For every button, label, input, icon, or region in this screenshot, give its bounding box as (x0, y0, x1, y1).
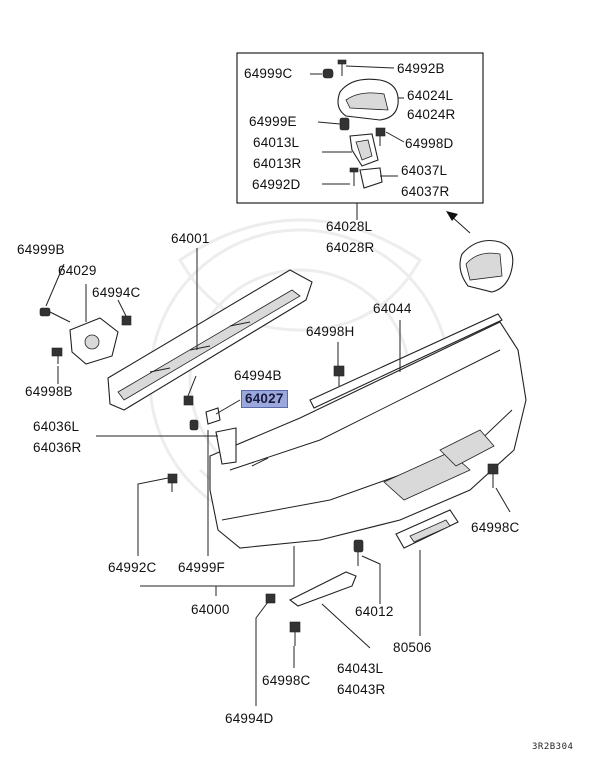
bolt-64999B (39, 307, 71, 323)
callout-64999E: 64999E (249, 114, 297, 129)
callout-64013R: 64013R (253, 156, 302, 171)
callout-64028R: 64028R (326, 240, 375, 255)
callout-64036L: 64036L (33, 419, 80, 434)
retainer-64044 (309, 313, 503, 409)
callout-64001: 64001 (171, 231, 210, 246)
callout-64028L: 64028L (326, 219, 373, 234)
callout-64027-highlighted[interactable]: 64027 (241, 390, 288, 408)
callout-64992B: 64992B (397, 61, 445, 76)
callout-64998H: 64998H (306, 324, 355, 339)
stay-64012 (353, 539, 364, 566)
bracket-64043 (288, 571, 357, 607)
license-lamp-housing (337, 78, 399, 121)
callout-64992C: 64992C (108, 560, 157, 575)
callout-64012: 64012 (355, 604, 394, 619)
pad-64027 (205, 407, 221, 425)
lamp-inset-box (236, 52, 484, 204)
callout-64998B: 64998B (25, 384, 73, 399)
bumper-cover-64000 (209, 321, 527, 549)
nut-64994C (121, 315, 132, 326)
bolt-64998C-bottom (289, 621, 301, 646)
callout-64998D: 64998D (405, 136, 454, 151)
callout-64037R: 64037R (401, 184, 450, 199)
callout-64999B: 64999B (17, 242, 65, 257)
bracket-64013 (349, 133, 379, 167)
callout-64024L: 64024L (407, 88, 454, 103)
bracket-64036 (215, 427, 237, 465)
callout-64044: 64044 (373, 301, 412, 316)
direction-arrow (446, 211, 471, 234)
clip-64999E (339, 117, 350, 131)
callout-64992D: 64992D (252, 177, 301, 192)
bracket-64029 (69, 317, 119, 365)
bolt-64998H (333, 365, 345, 386)
clip-64999F (189, 419, 199, 431)
lamp-mounted (459, 239, 514, 293)
callout-64994C: 64994C (92, 285, 141, 300)
bracket-64037 (359, 167, 383, 189)
callout-64994B: 64994B (234, 368, 282, 383)
bolt-64998B (51, 347, 63, 364)
screw-64992C (167, 473, 178, 492)
callout-64037L: 64037L (401, 163, 448, 178)
diagram-code: 3R2B304 (532, 742, 574, 752)
callout-64998C-bottom: 64998C (262, 673, 311, 688)
reinforcement-64001 (107, 269, 313, 411)
bolt-64998C-right (487, 463, 499, 488)
callout-64998C-right: 64998C (471, 520, 520, 535)
bolt-64998D (375, 127, 386, 146)
callout-64999F: 64999F (178, 560, 225, 575)
callout-64043L: 64043L (337, 661, 384, 676)
callout-64013L: 64013L (253, 135, 300, 150)
callout-64999C: 64999C (244, 66, 293, 81)
callout-64000: 64000 (191, 602, 230, 617)
screw-64992B (337, 59, 347, 76)
energy-absorber-80506 (395, 509, 459, 549)
nut-64994B (183, 395, 194, 406)
callout-64024R: 64024R (407, 107, 456, 122)
callout-64029: 64029 (58, 263, 97, 278)
clip-64999C (322, 68, 334, 79)
callout-64994D: 64994D (225, 711, 274, 726)
callout-64036R: 64036R (33, 440, 82, 455)
screw-64992D (349, 167, 359, 186)
callout-80506: 80506 (393, 640, 432, 655)
nut-64994D (265, 593, 276, 604)
callout-64043R: 64043R (337, 682, 386, 697)
